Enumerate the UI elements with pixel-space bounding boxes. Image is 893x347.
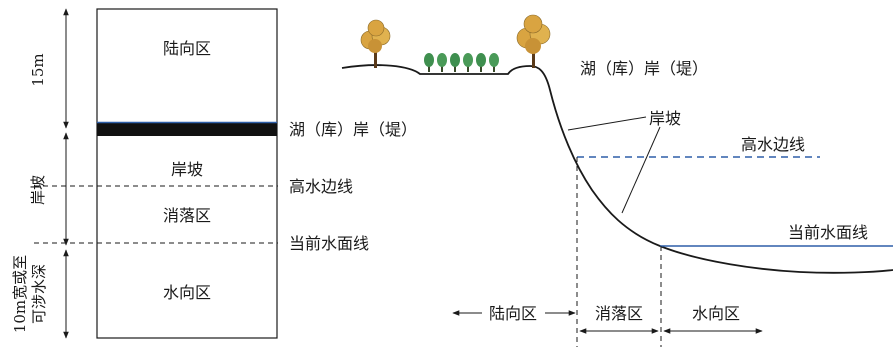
slope-leader-2 [621, 126, 661, 214]
zone-label-fluctuation-right: 消落区 [595, 304, 643, 323]
label-current-water-right: 当前水面线 [788, 223, 868, 242]
label-15m: 15m [29, 53, 47, 86]
zone-label-fluctuation: 消落区 [163, 206, 211, 225]
label-shore: 湖（库）岸（堤） [289, 120, 417, 139]
label-high-water-right: 高水边线 [741, 135, 805, 154]
zone-box [96, 8, 278, 339]
label-slope-side: 岸坡 [29, 175, 47, 205]
zone-label-land: 陆向区 [163, 39, 211, 58]
tree-left-icon [360, 19, 391, 68]
zone-label-slope: 岸坡 [171, 160, 203, 179]
left-panel: 15m 岸坡 10m宽或至 可涉水深 陆向区 岸坡 消落区 水向区 湖（库）岸（… [11, 8, 417, 339]
label-shore-right: 湖（库）岸（堤） [580, 59, 708, 78]
tree-right-icon [516, 14, 551, 68]
zone-label-water-right: 水向区 [692, 304, 740, 323]
ground-profile [341, 64, 893, 274]
label-width-line1: 10m宽或至 [11, 255, 29, 333]
label-current-water: 当前水面线 [289, 234, 369, 253]
label-high-water: 高水边线 [289, 177, 353, 196]
slope-leader-1 [567, 116, 647, 131]
label-width-line2: 可涉水深 [30, 264, 48, 324]
shore-band [97, 122, 277, 136]
zone-label-land-right: 陆向区 [489, 304, 537, 323]
zone-label-water: 水向区 [163, 283, 211, 302]
label-slope-right: 岸坡 [649, 109, 681, 128]
shrub-row-icon [424, 53, 499, 72]
right-panel: 湖（库）岸（堤） 岸坡 高水边线 当前水面线 陆向区 消落区 水向区 [341, 14, 893, 347]
